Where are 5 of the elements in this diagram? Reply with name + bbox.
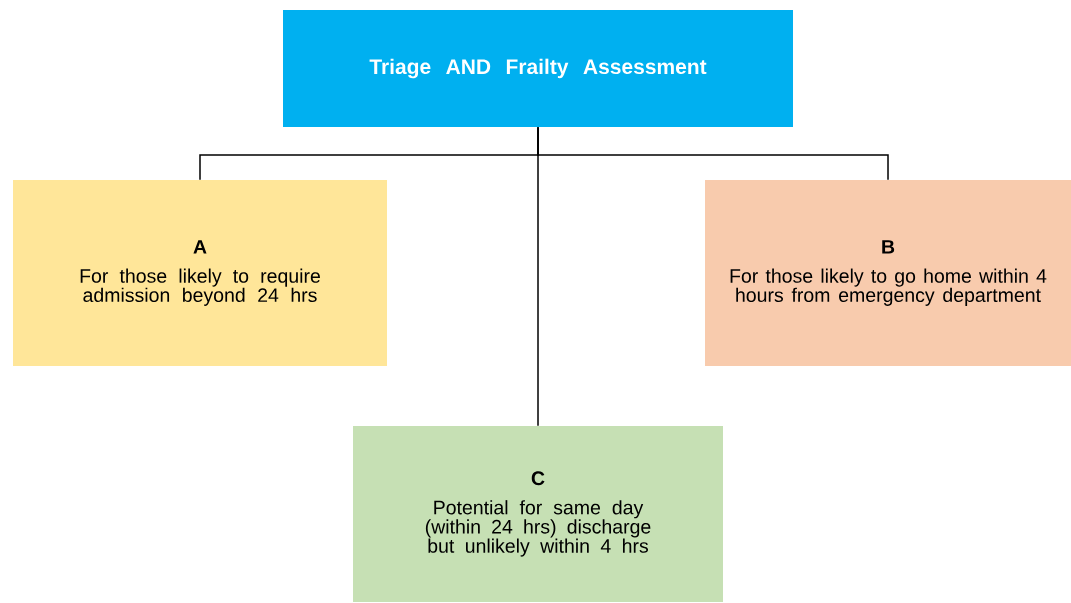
category-box: B For those likely to go home within 4 hours from emergency department bbox=[705, 180, 1071, 366]
connector-line bbox=[537, 126, 539, 427]
title-box: Triage AND Frailty Assessment bbox=[283, 10, 793, 127]
category-box: C Potential for same day (within 24 hrs) discharge but unlikely within 4 hrs bbox=[353, 426, 723, 602]
category-box: A For those likely to require admission beyond 24 hrs bbox=[13, 180, 387, 366]
